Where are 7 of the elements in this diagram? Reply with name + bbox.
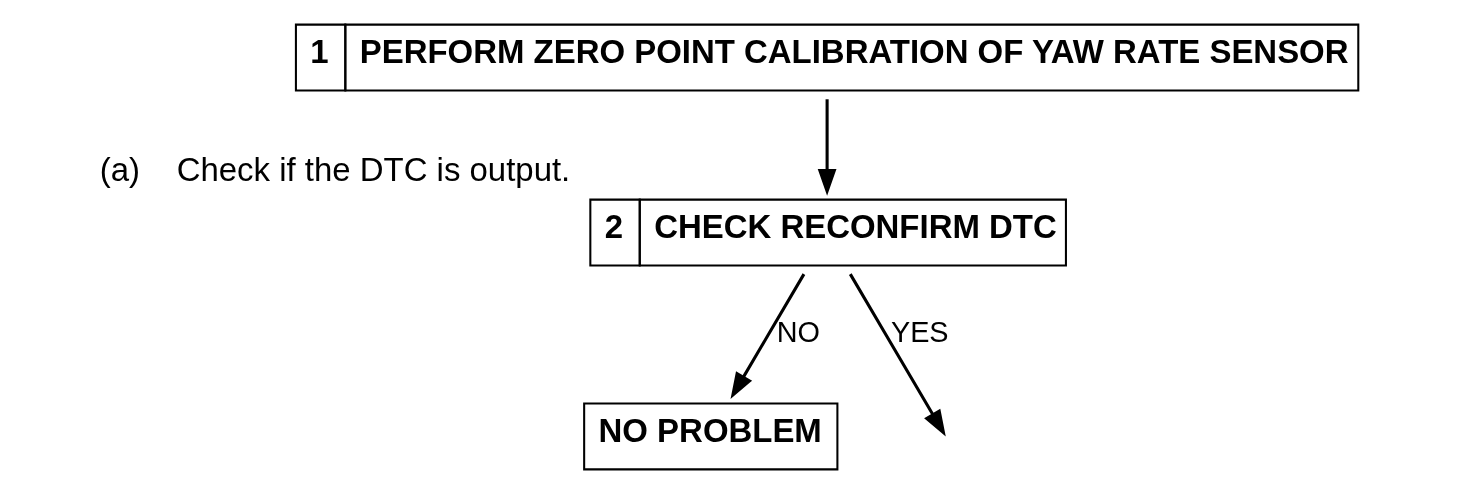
arrow: [730, 273, 806, 400]
edge-label: NO: [776, 316, 820, 349]
node-box: NO PROBLEM: [583, 402, 839, 471]
edge-label: YES: [890, 316, 949, 349]
arrow: [817, 99, 837, 196]
arrow: [848, 273, 946, 437]
node-label: (a) Check if the DTC is output.: [99, 150, 571, 188]
